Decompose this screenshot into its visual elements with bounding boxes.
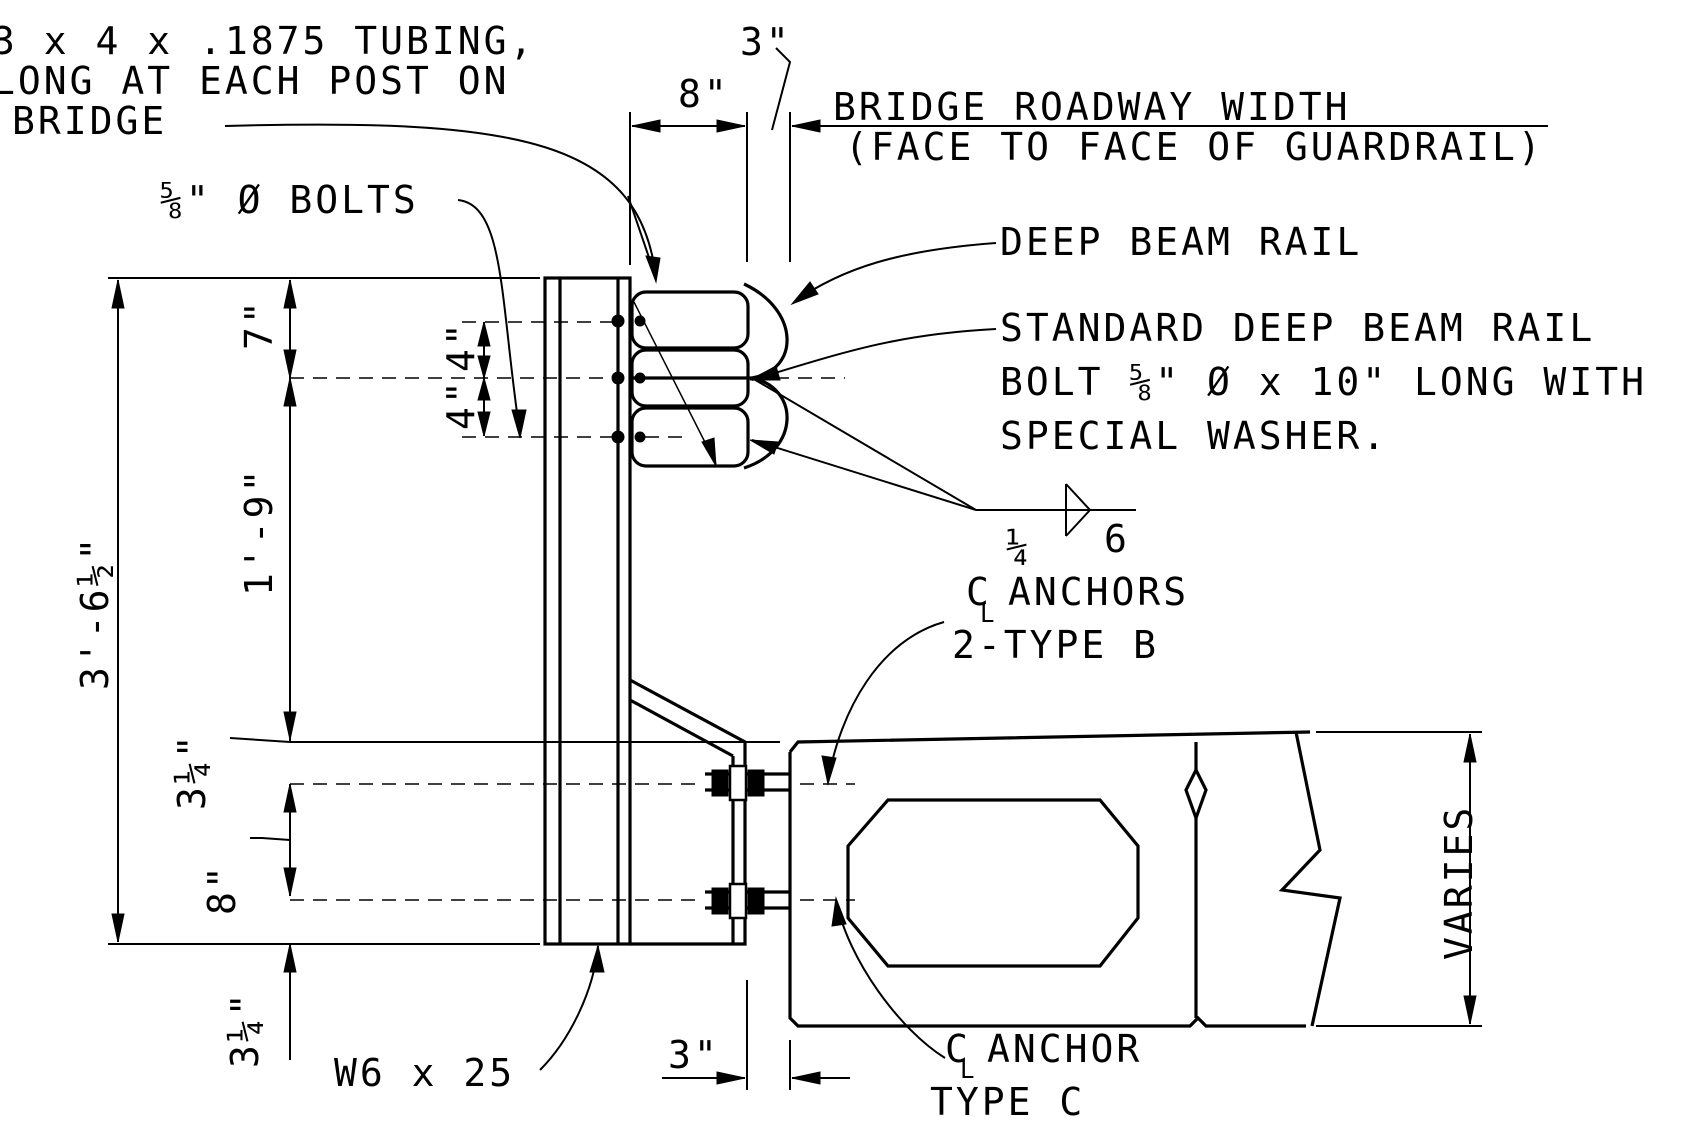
w6x25-label: W6 x 25: [334, 1051, 515, 1095]
dim-3-quarter-upper: 3¼": [170, 732, 214, 810]
standard-rail-note: STANDARD DEEP BEAM RAIL BOLT ⅝" Ø x 10" …: [1000, 306, 1647, 458]
dim-8in-left: 8": [200, 863, 244, 915]
anchors-line-1: ANCHORS: [1008, 570, 1189, 614]
w6-post: [543, 276, 632, 946]
concrete-deck-section: [788, 730, 1342, 1028]
dim-total-height: 3'-6½": [73, 535, 117, 690]
anchor-centerline-sub: L: [960, 1056, 977, 1084]
standard-rail-line-1: STANDARD DEEP BEAM RAIL: [1000, 306, 1595, 350]
dim-3in-bottom: 3": [668, 1033, 720, 1077]
deep-beam-rail-label: DEEP BEAM RAIL: [1000, 220, 1362, 264]
weld-length-label: 6: [1104, 517, 1130, 561]
weld-size-label: ¼: [1006, 525, 1032, 569]
anchor-line-1: ANCHOR: [987, 1027, 1142, 1071]
varies-label: VARIES: [1437, 805, 1481, 960]
anchor-centerline-symbol: C: [945, 1027, 971, 1071]
dim-3-quarter-lower: 3¼": [223, 990, 267, 1068]
dim-4in-upper: 4": [439, 320, 483, 372]
standard-rail-line-3: SPECIAL WASHER.: [1000, 414, 1388, 458]
anchor-line-2: TYPE C: [930, 1080, 1085, 1124]
tubing-note-line-1: 3 x 4 x .1875 TUBING,: [0, 19, 535, 63]
bolts-label: ⅝" Ø BOLTS: [160, 178, 419, 222]
rail-bolts: [611, 314, 646, 444]
tubing-note-line-3: BRIDGE: [12, 99, 167, 143]
anchors-centerline-symbol: C: [966, 570, 992, 614]
leader-lines: [224, 123, 1136, 1071]
standard-rail-line-2: BOLT ⅝" Ø x 10" LONG WITH: [1000, 360, 1647, 404]
anchors-line-2: 2-TYPE B: [952, 623, 1159, 667]
anchor-type-c-label: C L ANCHOR TYPE C: [930, 1027, 1142, 1124]
dimension-lines: [108, 47, 1548, 1090]
dim-3in-top: 3": [740, 20, 792, 64]
dim-8in-top: 8": [678, 72, 730, 116]
dim-1ft-9in: 1'-9": [237, 467, 281, 596]
dim-7in: 7": [237, 298, 281, 350]
anchors-type-b-label: C L ANCHORS 2-TYPE B: [952, 570, 1189, 667]
roadway-width-line-2: (FACE TO FACE OF GUARDRAIL): [845, 125, 1544, 169]
dim-4in-lower: 4": [439, 378, 483, 430]
roadway-width-line-1: BRIDGE ROADWAY WIDTH: [833, 85, 1351, 129]
anchor-bolts: [705, 764, 790, 920]
centerlines: [290, 321, 855, 901]
tubing-note-line-2: LONG AT EACH POST ON: [0, 59, 510, 103]
tubing-note: 3 x 4 x .1875 TUBING, LONG AT EACH POST …: [0, 19, 535, 143]
anchors-centerline-sub: L: [980, 600, 997, 628]
